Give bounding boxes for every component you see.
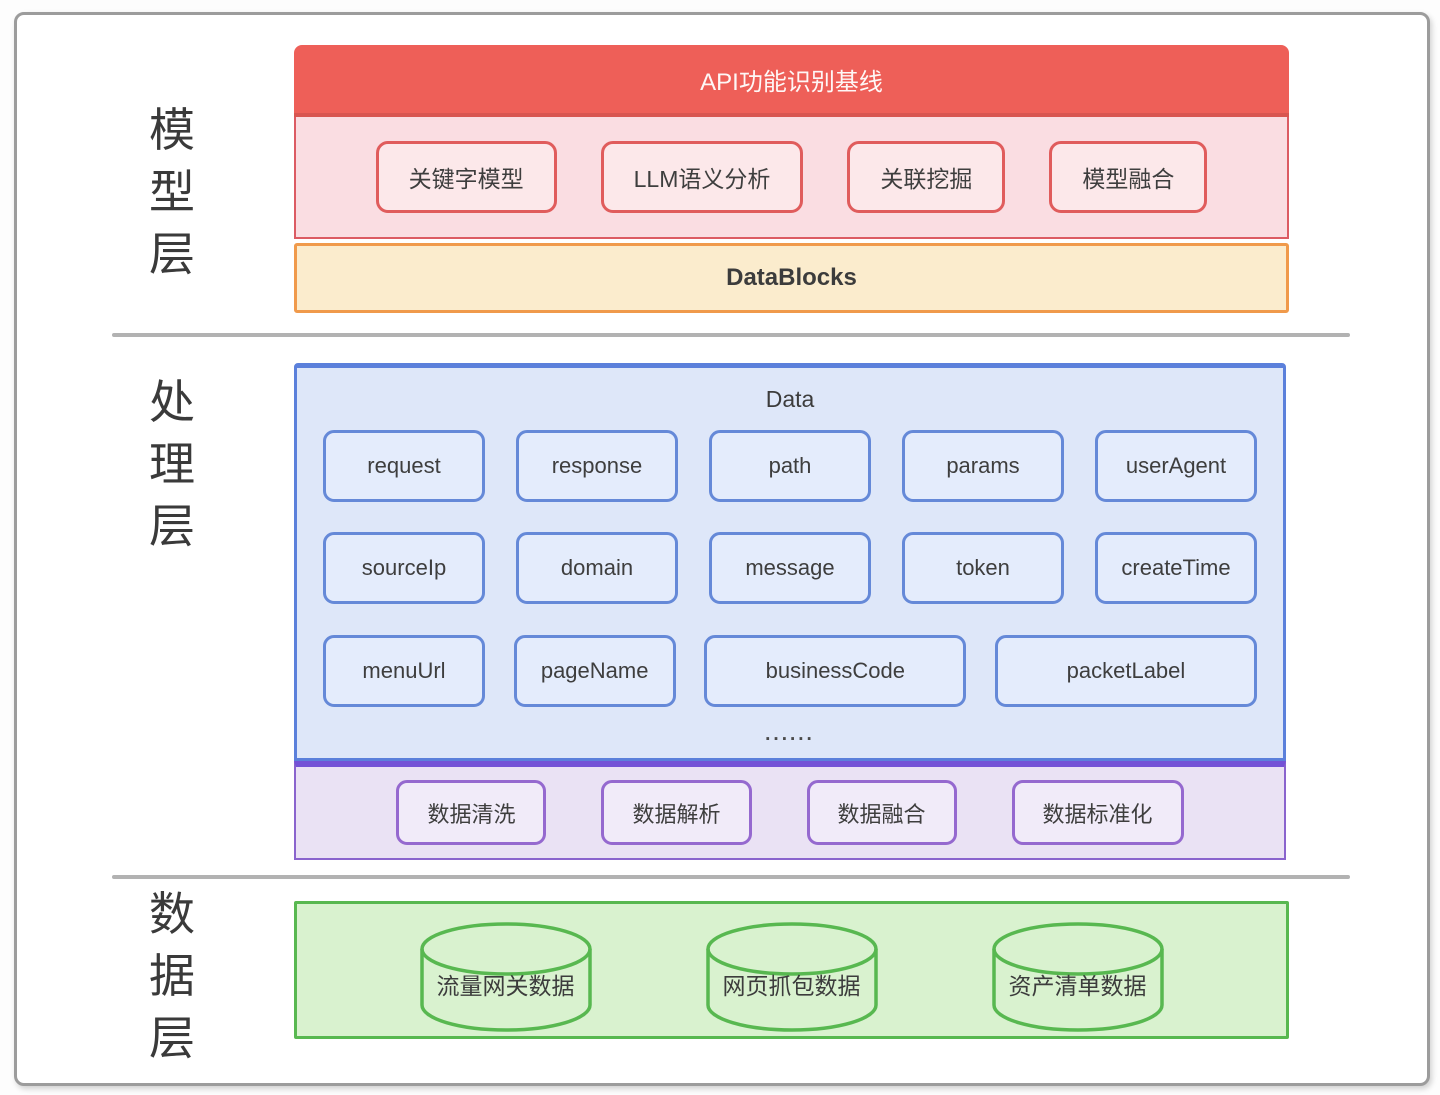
field-row-2: sourceIp domain message token createTime: [323, 532, 1257, 604]
field-label: domain: [560, 555, 634, 580]
model-box-llm: LLM语义分析: [600, 141, 804, 213]
field-row-1: request response path params userAgent: [323, 430, 1257, 502]
data-sources-section: 流量网关数据 网页抓包数据 资产清单数据: [294, 901, 1289, 1039]
field-request: request: [323, 430, 485, 502]
field-useragent: userAgent: [1095, 430, 1257, 502]
diagram-card: 模型层 处理层 数据层 API功能识别基线 关键字模型 LLM语义分析 关联挖掘…: [14, 12, 1430, 1086]
field-label: message: [745, 555, 835, 580]
database-cylinder-webcapture: 网页抓包数据: [704, 921, 880, 1033]
model-box-label: 关联挖掘: [880, 166, 973, 192]
processing-layer-label: 处理层: [149, 376, 195, 552]
field-domain: domain: [516, 532, 678, 604]
step-label: 数据解析: [632, 801, 721, 827]
field-message: message: [709, 532, 871, 604]
database-icon: [419, 922, 592, 1032]
model-box-keyword: 关键字模型: [375, 141, 557, 213]
model-box-fusion: 模型融合: [1049, 141, 1208, 213]
step-fusion: 数据融合: [806, 780, 957, 845]
datablocks-bar: DataBlocks: [294, 243, 1289, 313]
data-container: Data request response path params userAg…: [294, 363, 1286, 761]
field-token: token: [902, 532, 1064, 604]
field-label: token: [956, 555, 1010, 580]
field-label: response: [551, 453, 643, 478]
field-label: userAgent: [1125, 453, 1227, 478]
step-label: 数据融合: [837, 801, 926, 827]
step-cleaning: 数据清洗: [396, 780, 547, 845]
field-pagename: pageName: [513, 635, 676, 707]
model-box-label: 关键字模型: [408, 166, 524, 192]
field-label: packetLabel: [1066, 658, 1186, 683]
step-label: 数据标准化: [1042, 801, 1153, 827]
field-row-3: menuUrl pageName businessCode packetLabe…: [323, 635, 1257, 707]
field-response: response: [516, 430, 678, 502]
field-label: createTime: [1121, 555, 1231, 580]
datablocks-label: DataBlocks: [726, 264, 857, 291]
data-source-label: 资产清单数据: [1008, 973, 1147, 999]
field-label: request: [367, 453, 441, 478]
field-packetlabel: packetLabel: [994, 635, 1257, 707]
field-path: path: [709, 430, 871, 502]
processing-steps-band: 数据清洗 数据解析 数据融合 数据标准化: [294, 761, 1286, 860]
field-label: businessCode: [765, 658, 906, 683]
field-businesscode: businessCode: [704, 635, 967, 707]
divider-model-processing: [112, 333, 1350, 337]
field-label: params: [946, 453, 1020, 478]
api-baseline-title: API功能识别基线: [700, 68, 883, 96]
more-fields-ellipsis: ......: [765, 724, 815, 745]
model-box-label: 模型融合: [1082, 166, 1175, 192]
field-sourceip: sourceIp: [323, 532, 485, 604]
database-icon: [991, 922, 1164, 1032]
data-layer-label: 数据层: [149, 888, 195, 1064]
model-boxes-section: 关键字模型 LLM语义分析 关联挖掘 模型融合: [294, 117, 1289, 239]
model-layer-label: 模型层: [149, 104, 195, 280]
field-label: menuUrl: [362, 658, 446, 683]
database-cylinder-gateway: 流量网关数据: [418, 921, 594, 1033]
field-label: sourceIp: [361, 555, 447, 580]
field-label: pageName: [540, 658, 649, 683]
field-menuurl: menuUrl: [323, 635, 485, 707]
field-label: path: [768, 453, 812, 478]
field-createtime: createTime: [1095, 532, 1257, 604]
data-source-label: 流量网关数据: [436, 973, 575, 999]
api-baseline-header: API功能识别基线: [294, 45, 1289, 117]
divider-processing-data: [112, 875, 1350, 879]
model-box-association: 关联挖掘: [847, 141, 1006, 213]
step-label: 数据清洗: [427, 801, 516, 827]
database-cylinder-assets: 资产清单数据: [990, 921, 1166, 1033]
step-standardization: 数据标准化: [1011, 780, 1184, 845]
model-box-label: LLM语义分析: [633, 166, 771, 192]
field-params: params: [902, 430, 1064, 502]
data-container-title: Data: [765, 386, 815, 412]
data-source-label: 网页抓包数据: [722, 973, 861, 999]
database-icon: [705, 922, 878, 1032]
step-parsing: 数据解析: [601, 780, 752, 845]
